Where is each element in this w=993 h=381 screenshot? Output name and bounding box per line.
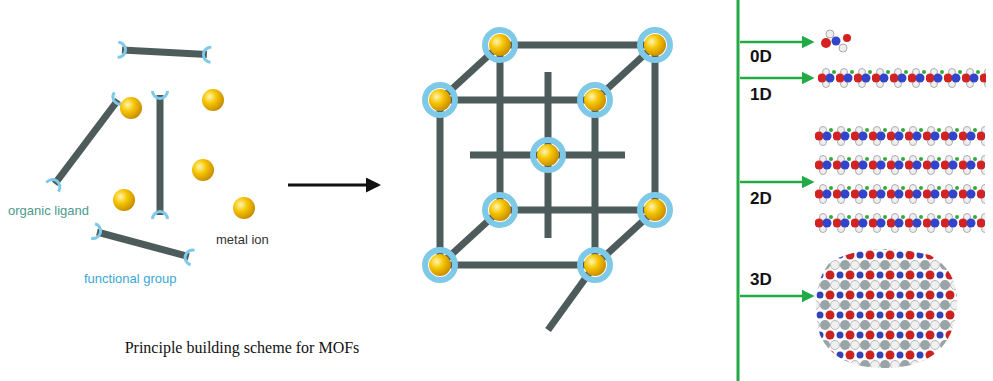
ligand-bar [500, 207, 655, 214]
ligand-bar [122, 50, 207, 54]
ligand-bar [500, 42, 655, 49]
metal-ion-sphere [202, 89, 224, 111]
component-label: organic ligand [8, 203, 89, 219]
component-label: metal ion [216, 232, 269, 248]
zero-d-molecule [821, 30, 851, 52]
two-d-layer [815, 122, 985, 238]
dimension-arrow [740, 41, 812, 44]
ligand-bar [97, 232, 189, 257]
functional-group-cup [151, 210, 169, 219]
metal-ion-sphere [120, 97, 142, 119]
metal-node [640, 195, 670, 225]
metal-ion-sphere [113, 189, 135, 211]
metal-node [580, 250, 610, 280]
atom [843, 34, 851, 42]
functional-group-cup [182, 247, 195, 267]
one-d-chain [818, 68, 986, 88]
three-d-framework [816, 249, 957, 368]
framework-cube [440, 45, 655, 330]
atom [826, 30, 834, 38]
ligand-bar [497, 45, 504, 210]
atom [821, 38, 831, 48]
ligand-bar [157, 95, 164, 215]
metal-node [580, 85, 610, 115]
dimension-label: 2D [750, 189, 772, 209]
organic-ligand [91, 222, 195, 266]
figure-caption: Principle building scheme for MOFs [125, 338, 360, 357]
functional-group-cup [91, 222, 104, 242]
ligand-bar [437, 100, 444, 265]
ligand-bar [440, 97, 595, 104]
dimension-label: 1D [750, 85, 772, 105]
metal-node [640, 30, 670, 60]
ligand-bar [55, 100, 118, 184]
metal-node [533, 140, 563, 170]
organic-ligand [45, 91, 127, 192]
functional-group-cup [118, 41, 128, 59]
functional-group-cup [151, 91, 169, 100]
dimension-arrow [740, 77, 812, 80]
atom [832, 37, 841, 46]
metal-node [425, 85, 455, 115]
ligand-bar [440, 262, 595, 269]
dimension-arrow [740, 181, 812, 184]
dimension-label: 3D [750, 270, 772, 290]
metal-ion-sphere [192, 159, 214, 181]
metal-node [425, 250, 455, 280]
metal-ion-sphere [233, 197, 255, 219]
ligand-bar [652, 45, 659, 210]
dimension-label: 0D [750, 47, 772, 67]
assembly-arrow [288, 184, 378, 187]
metal-node [485, 195, 515, 225]
functional-group-cup [45, 174, 65, 192]
functional-group-cup [201, 45, 211, 63]
component-label: functional group [84, 271, 177, 287]
atom [839, 44, 847, 52]
ligand-bar [592, 100, 599, 265]
organic-ligand [151, 91, 169, 219]
dimension-arrow [740, 295, 812, 298]
organic-ligand [118, 41, 212, 64]
metal-node [485, 30, 515, 60]
dimension-axis [737, 0, 740, 381]
